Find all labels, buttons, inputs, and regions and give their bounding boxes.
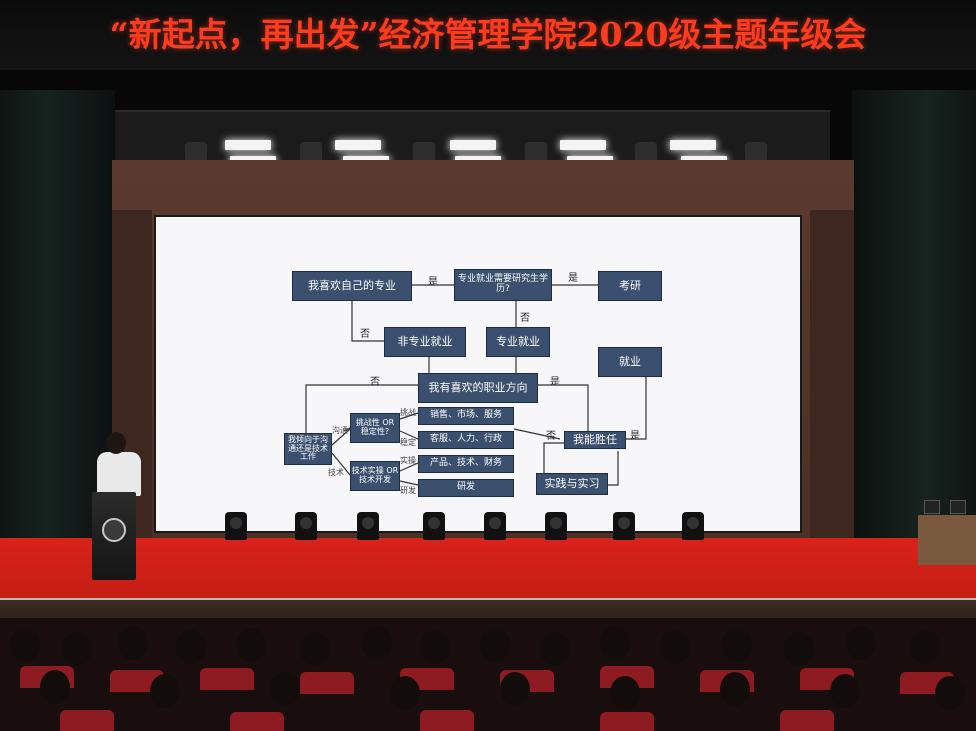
audience-head — [176, 630, 206, 664]
label-yes: 是 — [428, 277, 438, 288]
node-practice-intern: 实践与实习 — [536, 473, 608, 495]
audience-head — [722, 628, 752, 662]
audience-head — [236, 628, 266, 662]
label-technology: 技术 — [328, 468, 344, 477]
podium-emblem — [102, 518, 126, 542]
audience-head — [910, 630, 940, 664]
audience-head — [600, 626, 630, 660]
laptop — [924, 500, 940, 514]
seat — [200, 668, 254, 690]
label-communication: 沟通 — [332, 426, 348, 435]
floor-spotlight — [357, 512, 379, 540]
stage-floor — [0, 538, 976, 600]
audience-head — [420, 630, 450, 664]
audience-head — [118, 626, 148, 660]
curtain-left — [0, 90, 115, 560]
audience-head — [480, 628, 510, 662]
audience-head — [500, 672, 530, 706]
audience-head — [784, 632, 814, 666]
audience — [0, 618, 976, 731]
stage-light — [335, 140, 381, 150]
node-inclination: 我倾向于沟通还是技术工作 — [284, 433, 332, 465]
node-sales-market-service: 销售、市场、服务 — [418, 407, 514, 425]
node-product-tech-finance: 产品、技术、财务 — [418, 455, 514, 473]
label-no: 否 — [370, 377, 380, 388]
stage-light — [560, 140, 606, 150]
label-no: 否 — [520, 313, 530, 324]
node-non-major-job: 非专业就业 — [384, 327, 466, 357]
node-need-graduate: 专业就业需要研究生学历? — [454, 269, 552, 301]
floor-spotlight — [295, 512, 317, 540]
floor-spotlight — [545, 512, 567, 540]
audience-head — [830, 674, 860, 708]
label-yes: 是 — [568, 273, 578, 284]
label-no: 否 — [546, 431, 556, 442]
speaker — [97, 452, 141, 496]
node-challenge-stable: 挑战性 OR 稳定性? — [350, 413, 400, 443]
speaker-head — [106, 432, 126, 454]
career-flowchart: 我喜欢自己的专业 是 专业就业需要研究生学历? 是 考研 否 否 非专业就业 专… — [156, 217, 804, 535]
audience-head — [610, 676, 640, 710]
node-like-major: 我喜欢自己的专业 — [292, 271, 412, 301]
seat — [600, 712, 654, 731]
node-rnd: 研发 — [418, 479, 514, 497]
audience-head — [540, 632, 570, 666]
stage-wall-right — [810, 210, 854, 540]
seat — [230, 712, 284, 731]
label-no: 否 — [360, 329, 370, 340]
projection-screen: 我喜欢自己的专业 是 专业就业需要研究生学历? 是 考研 否 否 非专业就业 专… — [154, 215, 802, 533]
label-practice: 实操 — [400, 456, 416, 465]
banner-title: “新起点，再出发”经济管理学院2020级主题年级会 — [109, 15, 867, 54]
floor-spotlight — [613, 512, 635, 540]
node-kaoyan: 考研 — [598, 271, 662, 301]
audience-head — [300, 632, 330, 666]
floor-spotlight — [484, 512, 506, 540]
flowchart-arrows — [305, 284, 647, 486]
label-challenge: 挑战 — [400, 408, 416, 417]
floor-spotlight — [225, 512, 247, 540]
audience-head — [362, 626, 392, 660]
audience-head — [660, 630, 690, 664]
node-career-direction: 我有喜欢的职业方向 — [418, 373, 538, 403]
stage-light — [225, 140, 271, 150]
audience-head — [935, 676, 965, 710]
node-can-i-do-it: 我能胜任 — [564, 431, 626, 449]
seat — [420, 710, 474, 731]
seat — [60, 710, 114, 731]
audience-head — [270, 672, 300, 706]
audience-head — [40, 670, 70, 704]
audience-head — [10, 628, 40, 662]
banner: “新起点，再出发”经济管理学院2020级主题年级会 — [0, 0, 976, 70]
audience-head — [720, 672, 750, 706]
stage-light — [450, 140, 496, 150]
node-employment: 就业 — [598, 347, 662, 377]
floor-spotlight — [423, 512, 445, 540]
label-stable: 稳定 — [400, 438, 416, 447]
label-development: 研发 — [400, 486, 416, 495]
label-yes: 是 — [550, 377, 560, 388]
seat — [300, 672, 354, 694]
audience-head — [150, 674, 180, 708]
stage-light — [670, 140, 716, 150]
side-desk — [918, 515, 976, 565]
seat — [780, 710, 834, 731]
node-major-job: 专业就业 — [486, 327, 550, 357]
audience-head — [846, 626, 876, 660]
audience-head — [390, 676, 420, 710]
node-tech-practice-dev: 技术实操 OR 技术开发 — [350, 461, 400, 491]
floor-spotlight — [682, 512, 704, 540]
label-yes: 是 — [630, 431, 640, 442]
curtain-right — [852, 90, 976, 560]
audience-head — [62, 632, 92, 666]
laptop — [950, 500, 966, 514]
node-support-hr-admin: 客服、人力、行政 — [418, 431, 514, 449]
